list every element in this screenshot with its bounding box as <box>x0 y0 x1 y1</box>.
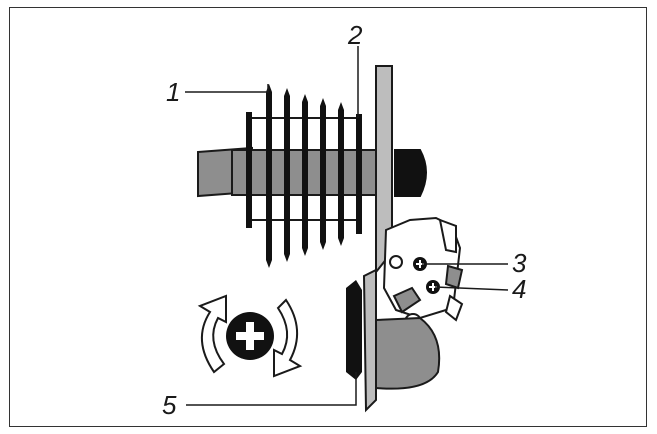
jockey-pulley-icon <box>346 268 441 413</box>
callout-4: 4 <box>512 274 526 304</box>
callout-2: 2 <box>347 20 363 50</box>
callout-5: 5 <box>162 390 177 420</box>
leader-lines <box>185 46 509 406</box>
callout-1: 1 <box>166 77 180 107</box>
cassette-sprockets-icon <box>246 84 362 268</box>
derailleur-plate-icon <box>375 65 464 331</box>
rotate-arrows-icon <box>197 294 303 378</box>
callout-3: 3 <box>512 248 527 278</box>
figure-frame <box>9 7 647 427</box>
